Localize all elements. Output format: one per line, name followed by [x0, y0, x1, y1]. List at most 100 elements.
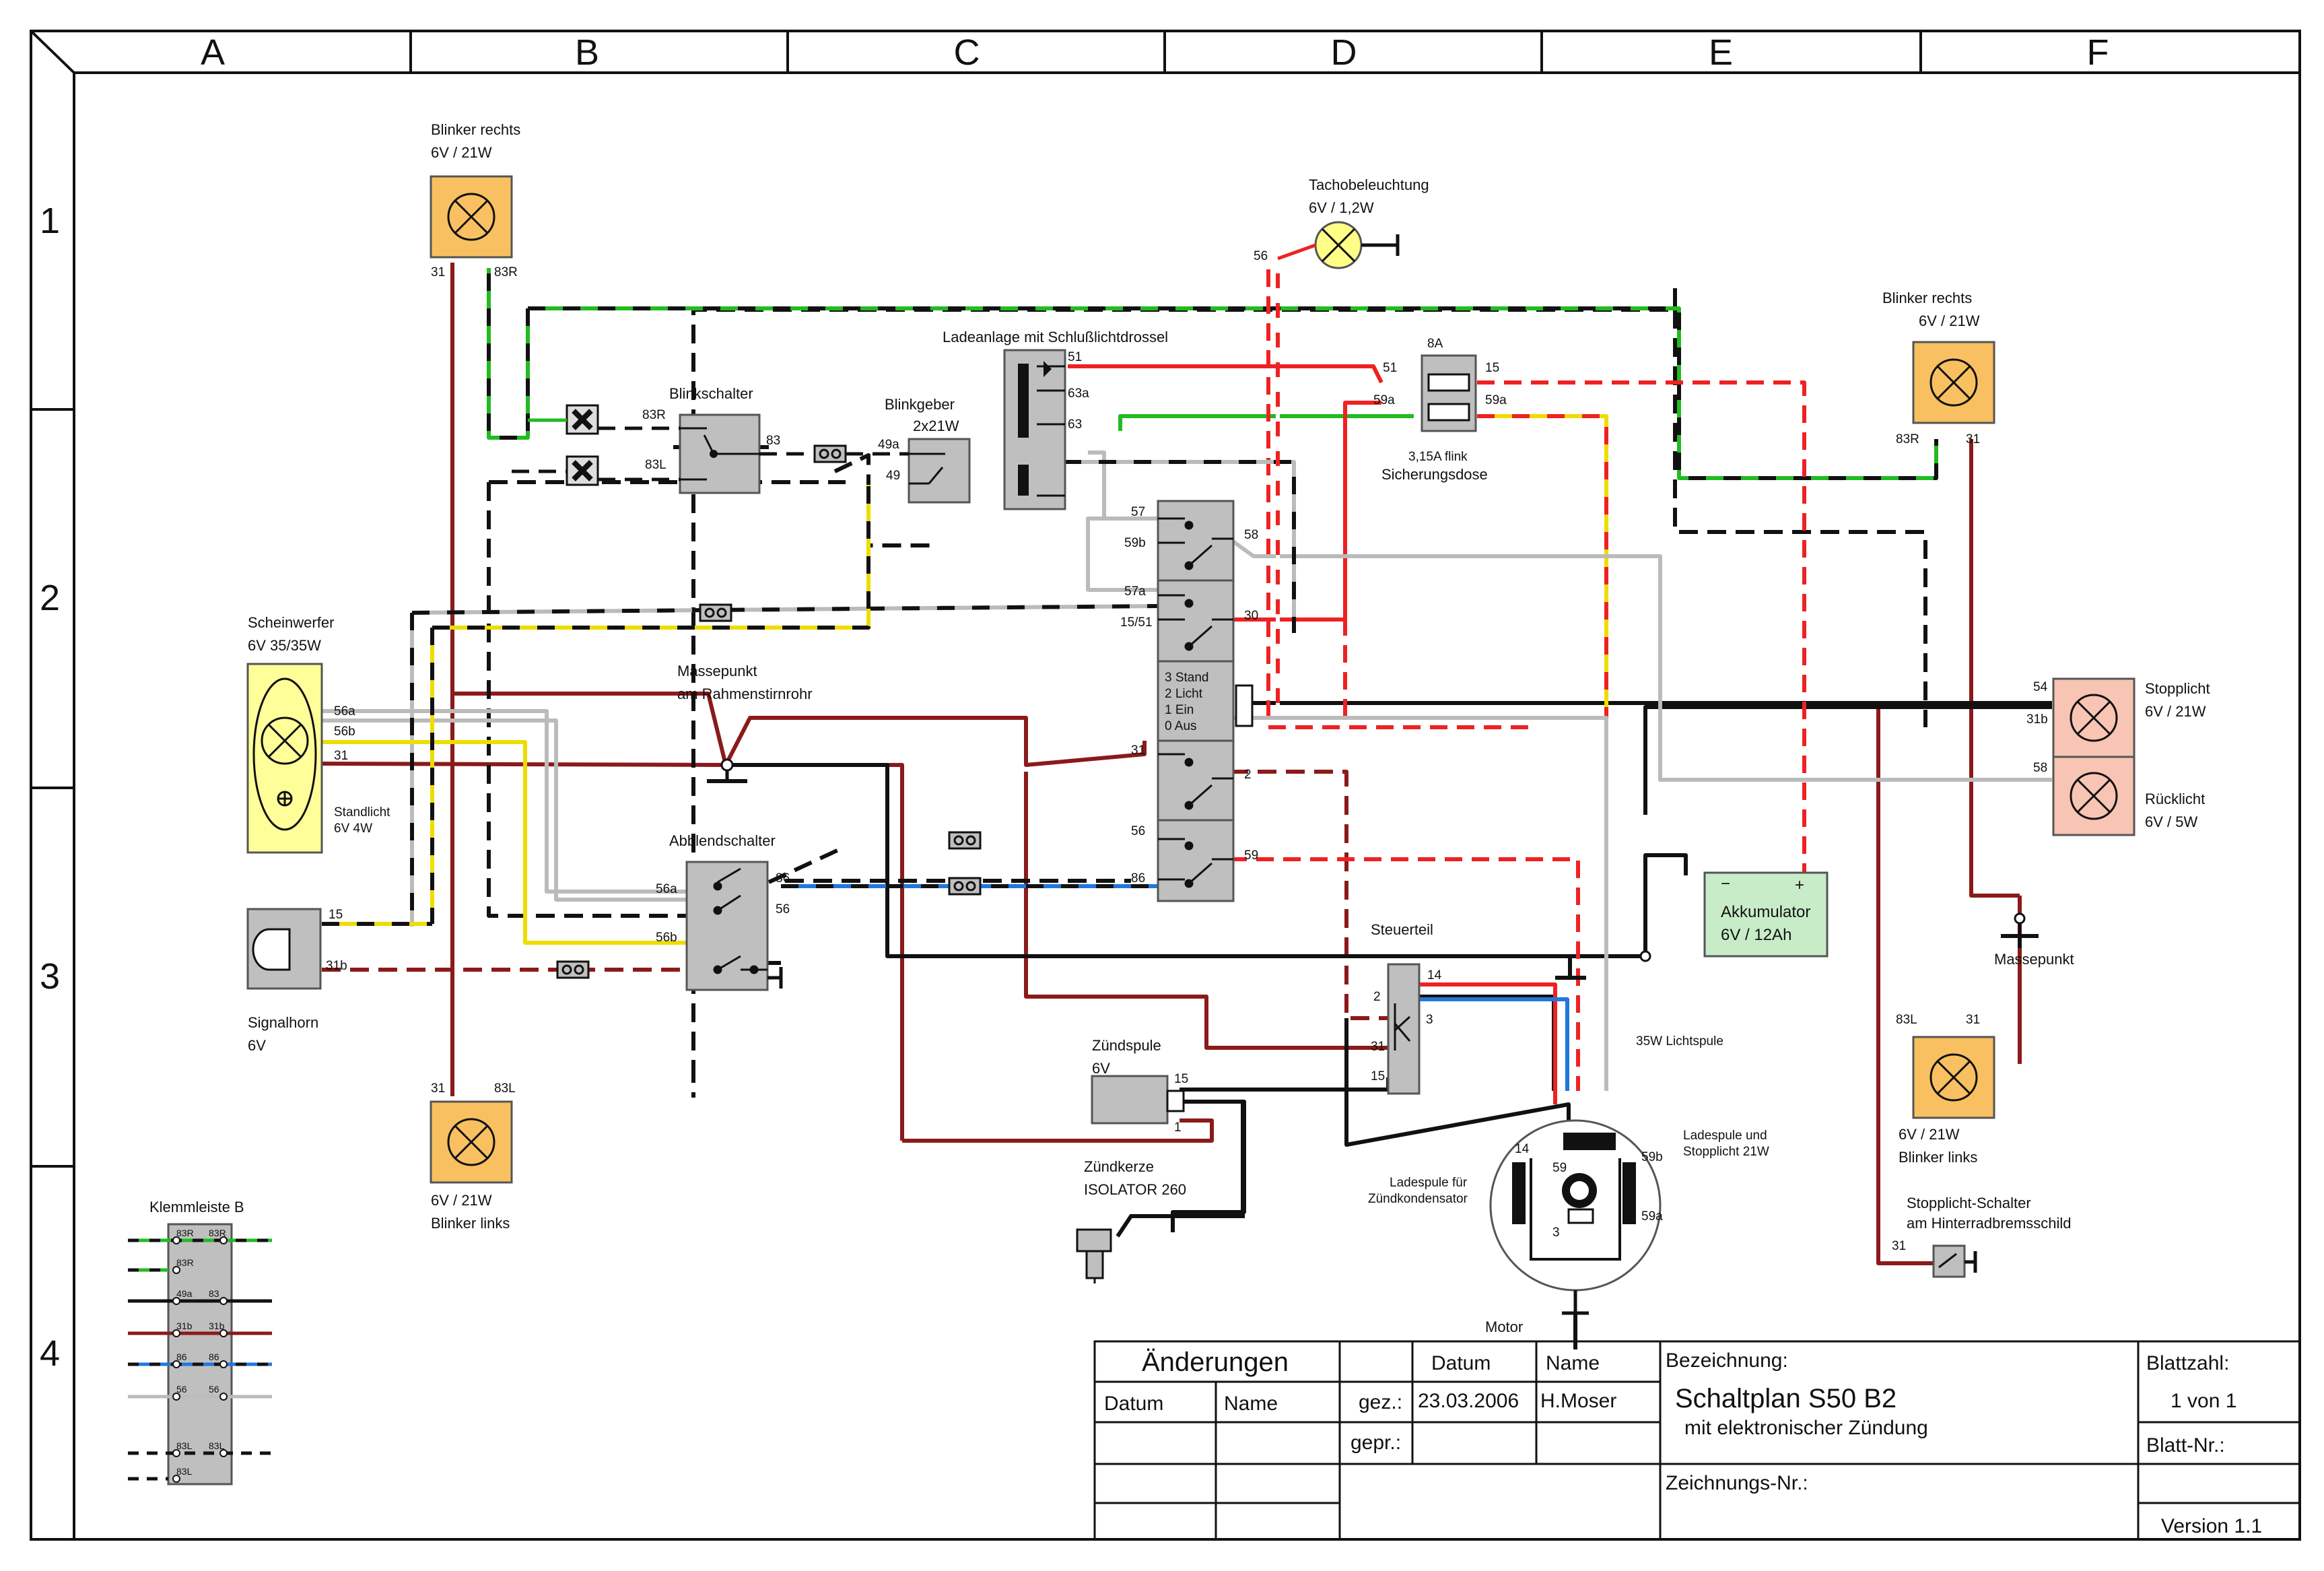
- blinker-links-front: 31 83L 6V / 21W Blinker links: [430, 1081, 516, 1232]
- motor-name: Motor: [1485, 1318, 1523, 1335]
- blinkgeber: Blinkgeber 2x21W 49a 49: [759, 396, 971, 504]
- pin-83r: 83R: [642, 408, 666, 422]
- grid-col-a: A: [201, 32, 225, 73]
- pin-56b: 56b: [334, 725, 355, 739]
- blinker-links-rear: 83L 31 6V / 21W Blinker links: [1896, 1013, 1995, 1166]
- blinker-links-front-spec: 6V / 21W: [431, 1192, 492, 1209]
- blinker-rechts-rear-name: Blinker rechts: [1882, 290, 1972, 306]
- wire-red-yellow: [1477, 414, 1608, 1091]
- pin-3: 3: [1426, 1013, 1433, 1027]
- gez-datum: 23.03.2006: [1418, 1390, 1519, 1412]
- kl-row-0-a: 83R: [176, 1228, 194, 1238]
- pin-49: 49: [886, 469, 900, 483]
- sicherung-name: Sicherungsdose: [1381, 466, 1488, 483]
- pin-63: 63: [1068, 417, 1082, 432]
- pin-83r: 83R: [494, 265, 518, 279]
- datum-heading: Datum: [1431, 1352, 1491, 1374]
- pin-56: 56: [1131, 824, 1145, 838]
- pin-56a: 56a: [656, 882, 677, 896]
- blattzahl-label: Blattzahl:: [2146, 1352, 2229, 1374]
- position-1: 1 Ein: [1165, 703, 1194, 717]
- zuendspule-spec: 6V: [1092, 1060, 1110, 1077]
- ladespule-zuend-label-2: Zündkondensator: [1368, 1192, 1468, 1206]
- pin-30: 30: [1244, 609, 1258, 623]
- grid-row-2: 2: [40, 578, 60, 618]
- pin-83l: 83L: [1896, 1013, 1917, 1027]
- wire-red: [1068, 269, 1806, 1104]
- motor-pin-14: 14: [1515, 1142, 1530, 1156]
- lichtspule-label: 35W Lichtspule: [1636, 1034, 1723, 1048]
- pin-59: 59: [1244, 848, 1258, 863]
- grid-col-f: F: [2087, 32, 2109, 73]
- pin-49a: 49a: [878, 438, 899, 452]
- fuse-315a: 3,15A flink: [1408, 450, 1468, 464]
- stopplicht-schalter-name: Stopplicht-Schalter: [1907, 1195, 2031, 1211]
- blinker-connectors: [512, 404, 680, 486]
- stopplicht-spec: 6V / 21W: [2145, 703, 2206, 720]
- motor-pin-59: 59: [1552, 1161, 1567, 1175]
- signalhorn-name: Signalhorn: [248, 1014, 318, 1031]
- scheinwerfer-spec: 6V 35/35W: [248, 637, 321, 654]
- pin-15: 15: [329, 908, 343, 922]
- akkumulator: − + Akkumulator 6V / 12Ah: [1703, 871, 1829, 958]
- pin-56: 56: [776, 902, 790, 916]
- zuendspule: Zündspule 6V 15 1 Zündkerze ISOLATOR 260: [1076, 1037, 1245, 1283]
- aenderungen-name-col: Name: [1224, 1393, 1278, 1415]
- standlicht-spec: 6V 4W: [334, 822, 372, 836]
- grid-col-b: B: [575, 32, 599, 73]
- steuerteil-name: Steuerteil: [1371, 921, 1433, 938]
- wire-green-black: [487, 268, 1938, 480]
- motor-pin-59a: 59a: [1641, 1209, 1663, 1224]
- akku-plus: +: [1795, 876, 1804, 894]
- blinker-rechts-rear: Blinker rechts 6V / 21W 83R 31: [1882, 290, 1995, 446]
- pin-83: 83: [766, 434, 780, 448]
- drawing-subtitle: mit elektronischer Zündung: [1684, 1417, 1928, 1439]
- massepunkt-rahmen-name: Massepunkt: [677, 663, 757, 679]
- kl-row-4-b: 86: [209, 1351, 219, 1362]
- massepunkt-rear: Massepunkt: [1555, 912, 2074, 980]
- pin-59a: 59a: [1485, 393, 1507, 407]
- grid-col-d: D: [1331, 32, 1357, 73]
- blinker-rechts-front: Blinker rechts 6V / 21W 31 83R: [430, 121, 520, 279]
- pin-31: 31: [431, 265, 445, 279]
- signalhorn: 15 31b Signalhorn 6V: [246, 908, 590, 1054]
- pin-56: 56: [1254, 249, 1268, 263]
- kl-row-5-b: 56: [209, 1384, 219, 1395]
- ladespule-zuend-label: Ladespule für: [1390, 1176, 1468, 1190]
- ladespule-stopp-label-2: Stopplicht 21W: [1683, 1145, 1769, 1159]
- zuendkerze-name: Zündkerze: [1084, 1158, 1154, 1175]
- bezeichnung-label: Bezeichnung:: [1666, 1349, 1788, 1372]
- zeichnungs-nr-label: Zeichnungs-Nr.:: [1666, 1472, 1808, 1494]
- grid-row-4: 4: [40, 1333, 60, 1374]
- position-2: 2 Licht: [1165, 687, 1203, 701]
- zuendspule-name: Zündspule: [1092, 1037, 1161, 1054]
- pin-83l: 83L: [645, 458, 667, 472]
- kl-row-7-a: 83L: [176, 1466, 193, 1477]
- pin-31: 31: [1892, 1239, 1906, 1253]
- name-heading: Name: [1546, 1352, 1600, 1374]
- blinkgeber-name: Blinkgeber: [885, 396, 955, 413]
- kl-row-2-b: 83: [209, 1288, 219, 1299]
- kl-row-3-a: 31b: [176, 1321, 193, 1331]
- blinker-links-front-name: Blinker links: [431, 1215, 510, 1232]
- blinkgeber-spec: 2x21W: [913, 417, 959, 434]
- pin-1551: 15/51: [1120, 615, 1153, 630]
- grid-labels: A B C D E F 1 2 3 4: [40, 32, 2109, 1374]
- kl-row-1-a: 83R: [176, 1257, 194, 1268]
- wire-grey-black: [410, 460, 1296, 927]
- blinker-rechts-front-spec: 6V / 21W: [431, 144, 492, 161]
- blinkschalter: Blinkschalter 83R 83L 83: [642, 385, 780, 494]
- pin-31b: 31b: [326, 959, 347, 973]
- stopp-ruecklicht: 54 31b 58 Stopplicht 6V / 21W Rücklicht …: [2026, 677, 2210, 836]
- grid-col-c: C: [954, 32, 980, 73]
- abblendschalter-name: Abblendschalter: [669, 832, 776, 849]
- pin-15: 15: [1371, 1069, 1385, 1083]
- pin-31: 31: [431, 1081, 445, 1096]
- blinker-rechts-front-name: Blinker rechts: [431, 121, 520, 138]
- drawing-title: Schaltplan S50 B2: [1675, 1384, 1896, 1413]
- pin-51: 51: [1068, 350, 1082, 364]
- pin-83r: 83R: [1896, 432, 1919, 446]
- version-label: Version 1.1: [2161, 1515, 2262, 1537]
- pin-31b: 31b: [2026, 712, 2048, 727]
